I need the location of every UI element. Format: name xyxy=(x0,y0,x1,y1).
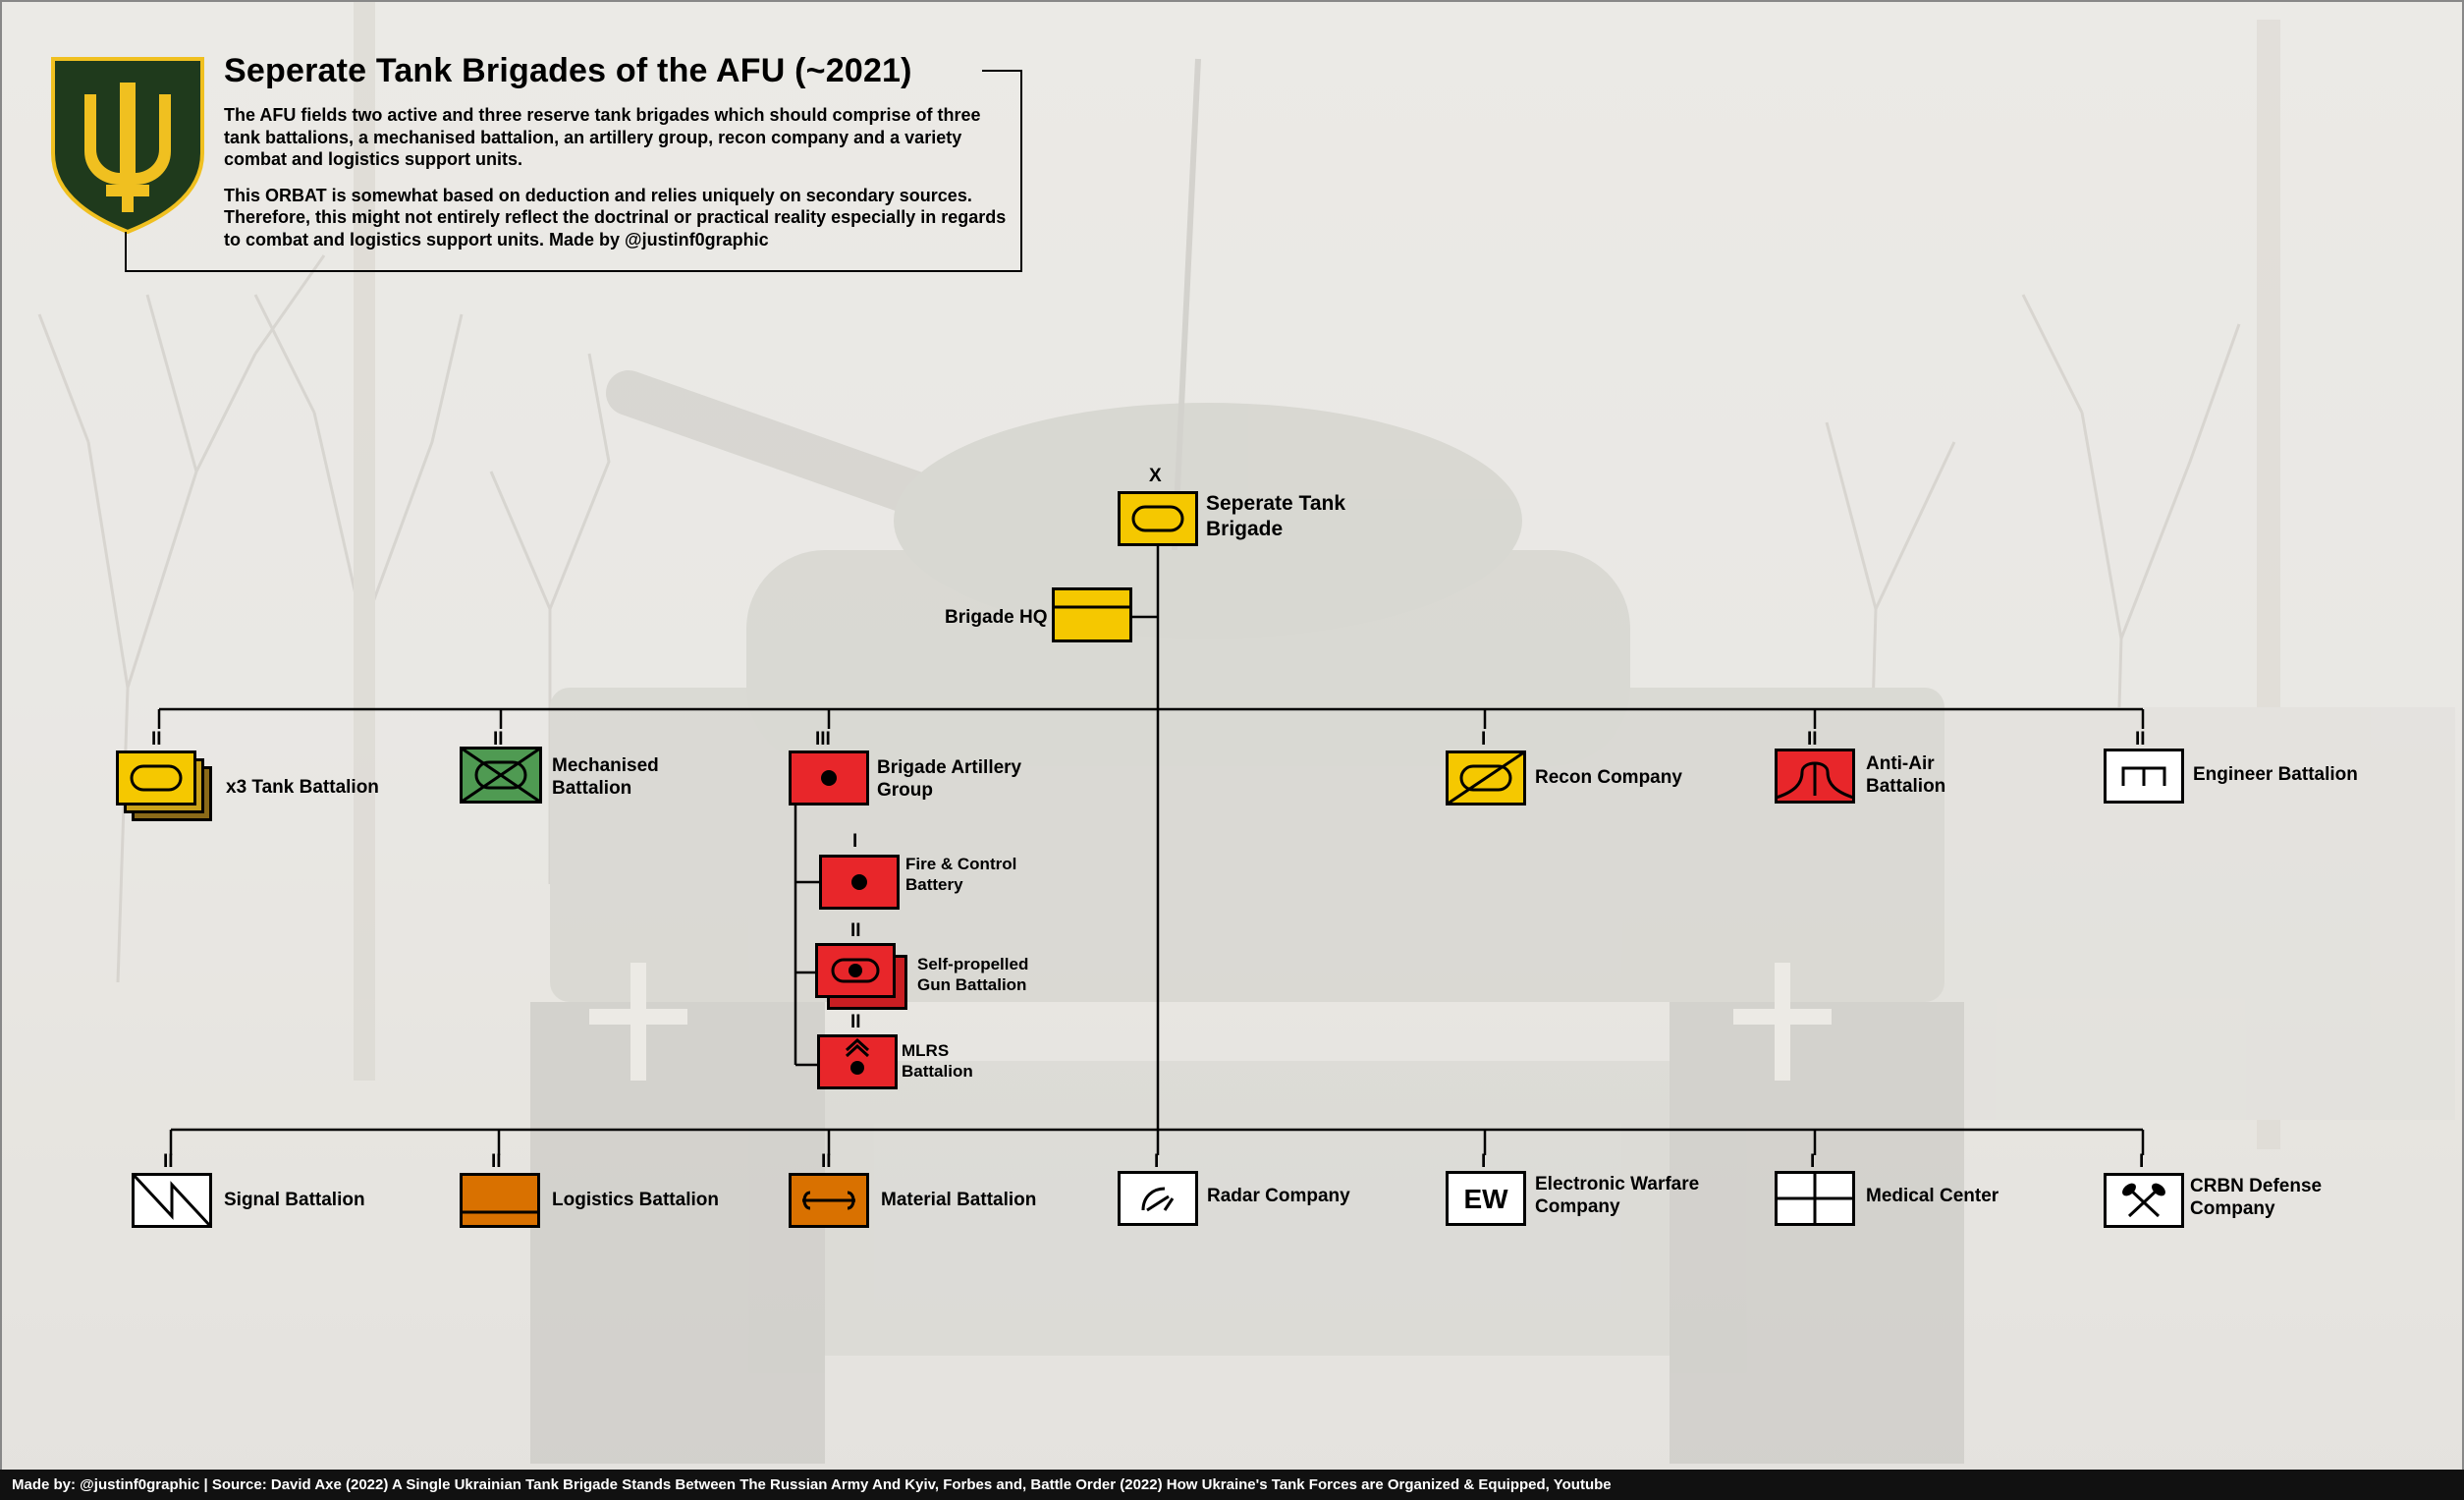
artillery-group-label: Brigade Artillery Group xyxy=(877,756,1021,802)
root-echelon-marker: X xyxy=(1149,466,1162,486)
intro-paragraph-1: The AFU fields two active and three rese… xyxy=(224,105,981,169)
anti-air-label: Anti-Air Battalion xyxy=(1866,752,1945,798)
radar-echelon: I xyxy=(1154,1151,1160,1172)
cbrn-company-symbol-icon xyxy=(2104,1173,2184,1228)
medical-echelon: I xyxy=(1810,1151,1816,1172)
spg-battalion-label: Self-propelled Gun Battalion xyxy=(917,955,1028,995)
mlrs-battalion-label-line-2: Battalion xyxy=(902,1061,973,1081)
spg-battalion-symbol-icon xyxy=(815,943,907,1010)
tank-battalion-label: x3 Tank Battalion xyxy=(226,777,379,798)
artillery-group-label-line-1: Brigade Artillery xyxy=(877,757,1022,778)
logistics-battalion-symbol-icon xyxy=(460,1173,540,1228)
mech-battalion-label-line-2: Battalion xyxy=(552,778,632,800)
anti-air-label-line-2: Battalion xyxy=(1866,776,1946,798)
tank-battalion-echelon: II xyxy=(151,729,162,750)
engineer-battalion-symbol-icon xyxy=(2104,749,2184,804)
fire-control-label-line-1: Fire & Control xyxy=(905,855,1017,873)
spg-battalion-label-line-2: Gun Battalion xyxy=(917,974,1027,994)
spg-battalion-label-line-1: Self-propelled xyxy=(917,955,1029,973)
fire-control-label: Fire & Control Battery xyxy=(905,855,1016,895)
signal-battalion-symbol-icon xyxy=(132,1173,212,1228)
fire-control-echelon: I xyxy=(852,831,858,852)
ew-symbol-text: EW xyxy=(1463,1184,1508,1214)
recon-company-echelon: I xyxy=(1481,729,1487,750)
material-battalion-symbol-icon xyxy=(789,1173,869,1228)
mech-battalion-echelon: II xyxy=(493,729,504,750)
signal-label: Signal Battalion xyxy=(224,1190,365,1210)
mech-battalion-label: Mechanised Battalion xyxy=(552,754,659,800)
radar-label: Radar Company xyxy=(1207,1186,1350,1206)
logistics-echelon: II xyxy=(491,1151,502,1172)
root-tank-symbol-icon xyxy=(1118,491,1198,546)
logistics-label: Logistics Battalion xyxy=(552,1190,719,1210)
medical-center-symbol-icon xyxy=(1775,1171,1855,1226)
fire-control-battery-symbol-icon xyxy=(819,855,900,910)
ew-label-line-1: Electronic Warfare xyxy=(1535,1174,1700,1194)
recon-company-symbol-icon xyxy=(1446,750,1526,806)
radar-company-symbol-icon xyxy=(1118,1171,1198,1226)
footer-source-bar: Made by: @justinf0graphic | Source: Davi… xyxy=(0,1470,2464,1500)
tank-battalion-symbol-icon xyxy=(116,750,212,821)
cbrn-echelon: I xyxy=(2139,1151,2145,1172)
cbrn-label-line-2: Company xyxy=(2190,1198,2275,1220)
mlrs-battalion-symbol-icon xyxy=(817,1034,898,1089)
mlrs-battalion-label-line-1: MLRS xyxy=(902,1041,950,1060)
material-echelon: II xyxy=(821,1151,832,1172)
hq-symbol-icon xyxy=(1052,587,1132,642)
header-frame xyxy=(125,70,1022,272)
afu-trident-emblem-icon xyxy=(51,57,204,235)
signal-echelon: II xyxy=(163,1151,174,1172)
engineer-label: Engineer Battalion xyxy=(2193,764,2358,785)
root-label-line-1: Seperate Tank xyxy=(1206,492,1346,515)
root-label: Seperate Tank Brigade xyxy=(1206,491,1345,541)
mech-battalion-label-line-1: Mechanised xyxy=(552,755,659,776)
ew-label: Electronic Warfare Company xyxy=(1535,1173,1699,1218)
intro-paragraph-2: This ORBAT is somewhat based on deductio… xyxy=(224,185,1007,250)
cbrn-label: CRBN Defense Company xyxy=(2190,1175,2322,1220)
mlrs-battalion-echelon: II xyxy=(850,1012,861,1032)
anti-air-echelon: II xyxy=(1807,729,1818,750)
medical-label: Medical Center xyxy=(1866,1186,1999,1206)
engineer-echelon: II xyxy=(2135,729,2146,750)
anti-air-label-line-1: Anti-Air xyxy=(1866,753,1935,774)
ew-echelon: I xyxy=(1481,1151,1487,1172)
intro-text: The AFU fields two active and three rese… xyxy=(224,104,1021,264)
artillery-group-symbol-icon xyxy=(789,750,869,806)
mechanised-battalion-symbol-icon xyxy=(460,747,542,804)
artillery-group-label-line-2: Group xyxy=(877,780,933,802)
hq-label: Brigade HQ xyxy=(945,607,1048,628)
artillery-group-echelon: III xyxy=(815,729,831,750)
spg-battalion-echelon: II xyxy=(850,920,861,941)
material-label: Material Battalion xyxy=(881,1190,1037,1210)
anti-air-battalion-symbol-icon xyxy=(1775,749,1855,804)
root-label-line-2: Brigade xyxy=(1206,517,1284,540)
ew-label-line-2: Company xyxy=(1535,1196,1620,1218)
fire-control-label-line-2: Battery xyxy=(905,874,963,894)
page-title: Seperate Tank Brigades of the AFU (~2021… xyxy=(224,52,912,89)
mlrs-battalion-label: MLRS Battalion xyxy=(902,1041,973,1082)
cbrn-label-line-1: CRBN Defense xyxy=(2190,1176,2323,1196)
electronic-warfare-symbol-icon: EW xyxy=(1446,1171,1526,1226)
recon-company-label: Recon Company xyxy=(1535,767,1682,788)
